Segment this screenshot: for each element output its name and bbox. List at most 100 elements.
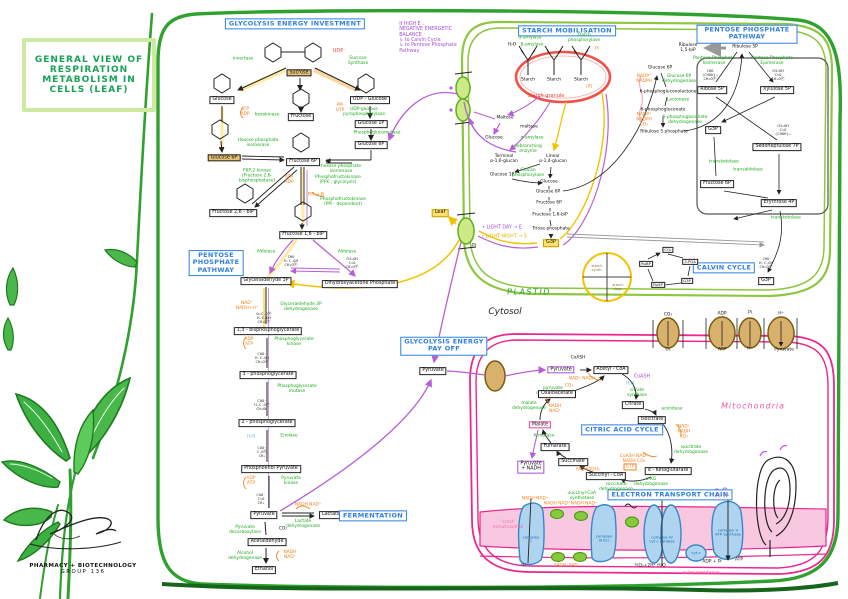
cof-h-plus-cv: H⁺ H⁺ xyxy=(716,494,730,500)
enz-maltase: maltase xyxy=(520,124,538,130)
enz-pp-isomerase: Pentose Phosphate Isomerase xyxy=(693,56,735,66)
cell-outline xyxy=(156,8,843,593)
met-malate: Malate xyxy=(528,421,552,429)
etc-complexes xyxy=(517,500,744,566)
title-fermentation: FERMENTATION xyxy=(338,510,408,522)
cof-h-plus-ci: H⁺ xyxy=(521,563,527,569)
note-light-day: • LIGHT DAY → E xyxy=(482,225,522,231)
atp-synthase-coil-icon xyxy=(755,456,797,557)
enz-sucrose-synthase: Sucrose Synthase xyxy=(347,56,369,66)
enz-pp-epimerase: Pentose Phosphate Epimerase xyxy=(751,56,793,66)
enz-akgdh: α-KG dehydrogenase xyxy=(633,477,669,487)
label-complex-3: complex III bc₁ xyxy=(595,533,613,543)
cof-adp-atp-pgk: ADP ATP xyxy=(244,337,254,347)
signature xyxy=(29,509,122,550)
label-cytosol: Cytosol xyxy=(488,306,522,317)
note-high-energy: If HIGH E : NEGATIVE ENERGETIC BALANCE ↳… xyxy=(399,21,457,54)
enz-sdh: succinate dehydrogenase xyxy=(598,482,634,492)
struct-s7p: CH₂OH C=O (CHOH)₄ xyxy=(774,123,792,136)
struct-x5p: CH₂OH C=O CH₂OⓅ xyxy=(771,68,785,81)
enz-transketolase-1: transketolase xyxy=(709,159,739,165)
cof-coash-pdh: CoASH xyxy=(570,355,586,361)
label-t2-top: ADP xyxy=(717,311,727,317)
cof-nadh-adh: NADH NAD⁺ xyxy=(283,550,297,560)
cof-nad-gapdh: NAD⁺ NADH+H⁺ xyxy=(235,301,259,311)
enz-transaldolase: transaldolase xyxy=(733,167,763,173)
plant-illustration xyxy=(0,12,154,599)
met-glucose: Glucose xyxy=(209,96,235,104)
cof-o2-h2o: ½O₂+2H⁺ H₂O xyxy=(634,563,666,569)
enz-g6p-dehydrogenase: Glucose 6P dehydrogenase xyxy=(661,74,697,84)
label-complex-5: complex V ATP synthase xyxy=(715,527,741,537)
title-citric-acid-cycle: CITRIC ACID CYCLE xyxy=(581,424,663,436)
plastid-organelle xyxy=(449,20,834,302)
enz-fumarase: fumarase xyxy=(533,433,555,439)
met-glucose-1p: Glucose 1P xyxy=(354,120,388,128)
enz-gapdh: Glyceraldehyde 3P dehydrogenase xyxy=(280,302,322,312)
cof-gtp: GTP xyxy=(623,463,637,471)
starch-polymer-icon xyxy=(518,45,591,75)
met-6pgl: 6-phosphogluconolactone xyxy=(639,89,697,95)
label-complex-4: complex IV cyt c oxidase xyxy=(649,534,675,544)
box-malic-product: Pyruvate + NADH xyxy=(517,460,545,474)
cof-ppi-utp: PPi UTP xyxy=(335,103,345,113)
mitochondrion-organelle xyxy=(469,316,835,575)
enz-aldolase-left: Aldolase xyxy=(256,249,276,255)
met-fructose: Fructose xyxy=(287,113,315,121)
enz-mdh: malate dehydrogenase xyxy=(511,401,547,411)
label-t4-bottom: Pyruvate xyxy=(774,347,794,353)
enz-invertase: invertase xyxy=(232,56,254,62)
enz-pdh: pyruvate dehydrogenase xyxy=(535,386,571,396)
ubiquinone-icon xyxy=(572,551,588,563)
plastid-arrows xyxy=(470,39,782,286)
enz-adh: Alcohol dehydrogenase xyxy=(227,551,263,561)
label-t4-top: H⁺ xyxy=(778,311,784,317)
met-2pg: 2 - phosphoglycerate xyxy=(238,419,296,427)
struct-r5p: CHO (CHOH)₃ CH₂OⓅ xyxy=(701,68,719,81)
met-pep: Phosphoenol Pyruvate xyxy=(241,465,301,473)
met-oxaloacetate: Oxaloacetate xyxy=(537,390,577,398)
enz-pg-mutase: Phosphoglycerate mutase xyxy=(277,384,317,394)
enz-amylase-mid: α-amylase xyxy=(520,135,544,141)
enz-transketolase-2: transketolase xyxy=(771,215,801,221)
met-pyruvate-transfer: Pyruvate xyxy=(419,367,447,375)
cof-atp-adp-hexokinase: ATP ADP xyxy=(240,107,250,117)
met-s7p: Sedoheptulose 7P xyxy=(752,143,802,151)
cof-q-nadh-1: NADH NAD⁺ xyxy=(543,501,571,507)
met-ru5p-calvin: Ru5P xyxy=(651,281,665,289)
complex-iv-icon xyxy=(660,504,682,564)
label-complex-1: complex I xyxy=(522,534,540,544)
struct-13bpg: O=C-OⓅ H-C-OH CH₂OⓅ xyxy=(256,311,272,324)
met-leaf-export: Leaf xyxy=(431,209,449,217)
complex-i-icon xyxy=(517,502,545,566)
enz-ldh: Lactate dehydrogenase xyxy=(285,519,321,529)
enz-scs: succinyl-CoA synthetase xyxy=(567,491,597,501)
complex-iii-icon xyxy=(590,504,617,563)
met-3pg: 3 - phosphoglycerate xyxy=(239,371,297,379)
title-ppp-cytosol: PENTOSE PHOSPHATE PATHWAY xyxy=(188,250,244,276)
label-t3-top: Pi xyxy=(748,310,752,316)
met-fructose-26bp: Fructose 2,6 - biP xyxy=(209,209,257,217)
cof-atp-synth: ATP xyxy=(735,557,743,563)
triose-phosphate-translocator-icon xyxy=(457,217,475,245)
met-g3p-calvin: G3P xyxy=(681,277,693,285)
label-t1-top: CO₂ xyxy=(663,312,673,318)
met-glucose-plastid: Glucose xyxy=(485,135,503,141)
met-xylulose-5p: Xylulose 5P xyxy=(760,86,794,94)
met-sucrose: Sucrose xyxy=(286,69,312,77)
signature-group: GROUP 136 xyxy=(60,569,106,575)
cof-co2-pdh: CO₂ xyxy=(564,383,574,389)
enz-phosphoglucomutase: Phosphoglucomutase xyxy=(353,130,401,136)
met-ribulose-5p: Ribulose 5P xyxy=(732,44,758,50)
label-t1-bottom: O₂ xyxy=(665,347,671,353)
struct-pyruvate: COO⁻ C=O CH₃ xyxy=(256,492,266,505)
label-t2-bottom: ATP xyxy=(718,347,726,353)
enz-pfp: Phosphofructokinase (PPi - dependent) xyxy=(320,197,366,207)
title-etc: ELECTRON TRANSPORT CHAIN xyxy=(607,489,733,501)
met-fructose-6p: Fructose 6P xyxy=(286,158,320,166)
met-linear-glucan: Linear α-1,4-glucan xyxy=(539,154,567,164)
label-pi-translocator: Pi xyxy=(472,243,476,249)
label-mitochondria: Mitochondria xyxy=(720,401,786,411)
